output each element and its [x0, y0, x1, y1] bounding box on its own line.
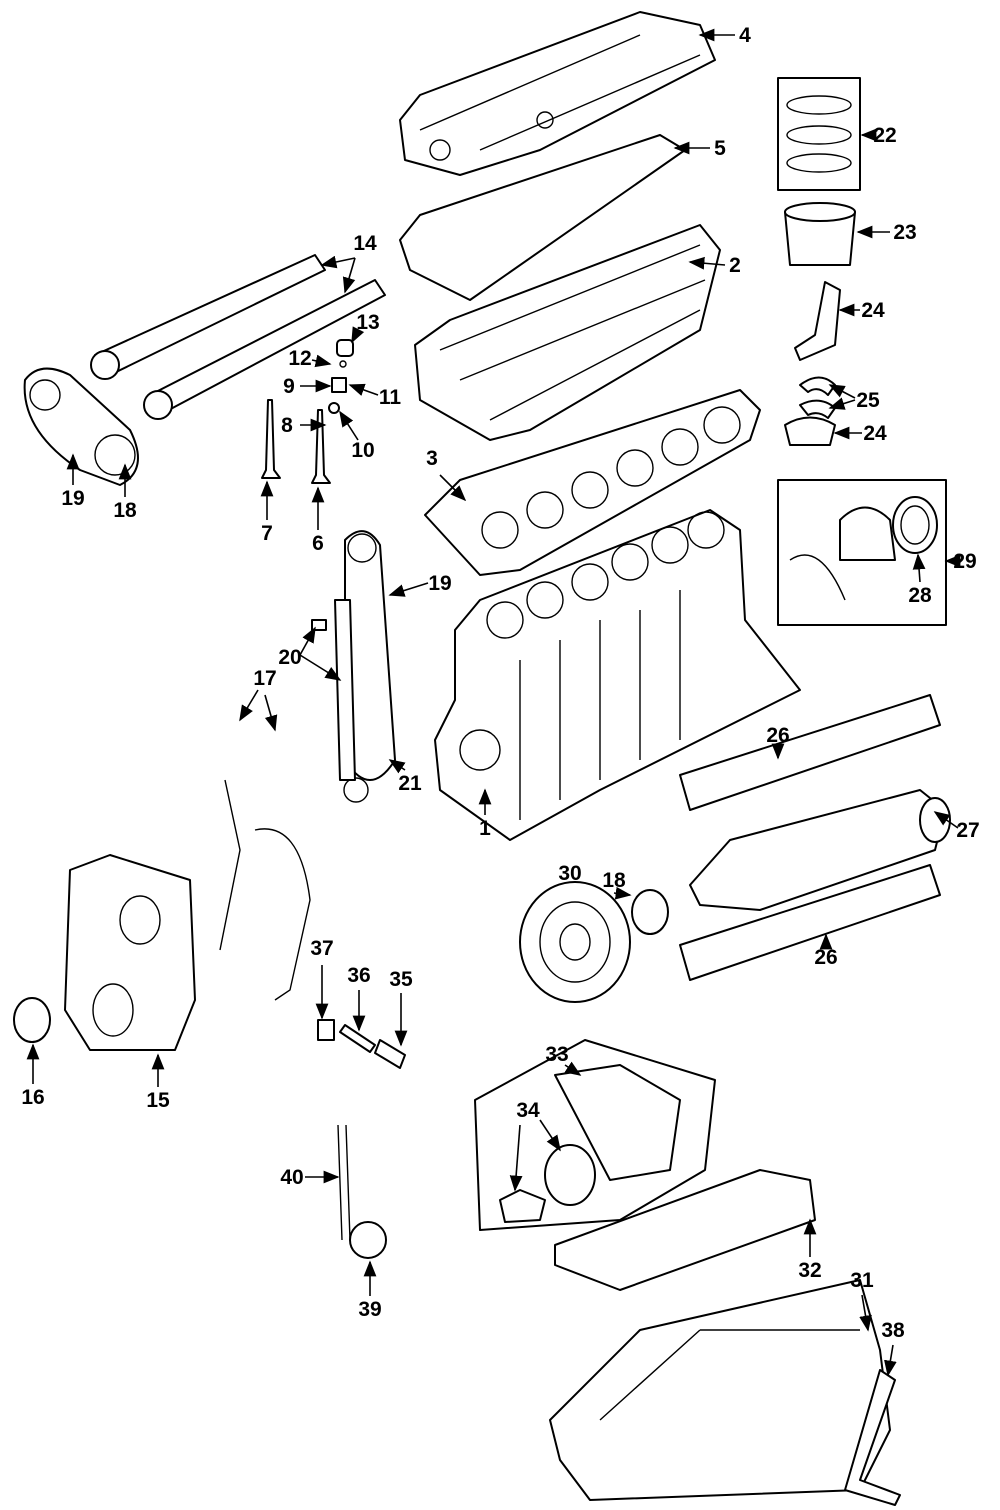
callout-leader-arrow: [388, 759, 406, 774]
crankshaft: [689, 789, 951, 911]
callout-label-27: 27: [956, 819, 979, 842]
oil-pan: [549, 1279, 891, 1501]
harmonic-balancer: [519, 881, 631, 1003]
callout-label-38: 38: [881, 1319, 905, 1342]
head-gasket: [424, 389, 761, 576]
callout-leader-arrow: [339, 410, 359, 441]
rod-bearings: [799, 376, 836, 419]
callout-leader-arrow: [859, 1294, 872, 1332]
callout-label-14: 14: [353, 232, 377, 255]
callout-label-26: 26: [766, 724, 789, 747]
callout-leader-arrow: [933, 811, 959, 829]
callout-label-5: 5: [714, 137, 726, 160]
callout-label-10: 10: [351, 439, 374, 462]
callout-leader-arrow: [299, 626, 316, 656]
callout-label-15: 15: [146, 1089, 170, 1112]
callout-leader-arrow: [239, 689, 259, 722]
oil-pump-sprocket: [349, 1221, 387, 1259]
front-crank-seal: [13, 997, 51, 1043]
callout-label-24: 24: [861, 299, 885, 322]
callout-label-28: 28: [908, 584, 932, 607]
callout-label-8: 8: [281, 414, 293, 437]
callout-label-40: 40: [280, 1166, 303, 1189]
callout-leader-arrow: [351, 326, 365, 344]
callout-leader-arrow: [311, 354, 332, 368]
crank-sprocket: [631, 889, 669, 935]
connecting-rod: [794, 281, 841, 361]
callout-leader-arrow: [342, 257, 356, 294]
callout-label-7: 7: [261, 522, 273, 545]
callout-leader-arrow: [299, 654, 342, 681]
cam-chain-and-sprockets: [23, 367, 139, 486]
callout-label-37: 37: [310, 937, 333, 960]
callout-leader-arrow: [613, 886, 632, 900]
callout-label-34: 34: [516, 1099, 540, 1122]
callout-label-13: 13: [356, 311, 379, 334]
timing-chain: [311, 530, 396, 803]
piston: [784, 202, 856, 266]
callout-label-17: 17: [253, 667, 276, 690]
callout-label-23: 23: [893, 221, 916, 244]
valvetrain-parts: [261, 339, 354, 484]
oil-pump-chain: [337, 1124, 351, 1241]
callout-label-3: 3: [426, 447, 438, 470]
callout-label-21: 21: [398, 772, 422, 795]
callout-label-36: 36: [347, 964, 370, 987]
timing-cover: [64, 854, 196, 1051]
callout-leader-arrow: [828, 397, 856, 410]
engine-block: [434, 509, 801, 841]
timing-cover-gaskets: [219, 779, 311, 1001]
callout-label-20: 20: [278, 646, 301, 669]
chain-tensioner: [317, 1019, 406, 1069]
callout-leader-arrow: [539, 1119, 561, 1152]
cylinder-head: [414, 224, 721, 441]
oil-pump-assembly: [474, 1039, 716, 1231]
callout-label-11: 11: [379, 386, 402, 409]
callout-label-18: 18: [602, 869, 626, 892]
callout-label-29: 29: [953, 550, 976, 573]
callout-leader-arrow: [564, 1061, 582, 1076]
callout-label-19: 19: [428, 572, 451, 595]
callout-label-18: 18: [113, 499, 137, 522]
callout-label-22: 22: [873, 124, 896, 147]
callout-leader-arrow: [264, 694, 278, 732]
callout-leader-arrow: [320, 255, 356, 269]
callout-label-19: 19: [61, 487, 84, 510]
callout-label-12: 12: [288, 347, 311, 370]
callout-label-26: 26: [814, 946, 837, 969]
callout-leader-arrow: [688, 256, 726, 270]
main-bearing-sets: [679, 694, 941, 981]
callout-label-9: 9: [283, 375, 295, 398]
callout-label-1: 1: [479, 817, 491, 840]
callout-label-4: 4: [739, 24, 751, 47]
callout-label-32: 32: [798, 1259, 821, 1282]
callout-leader-arrow: [912, 553, 926, 583]
callout-label-2: 2: [729, 254, 741, 277]
rod-cap: [784, 416, 836, 446]
callout-label-24: 24: [863, 422, 887, 445]
piston-rings: [777, 77, 861, 191]
valve-cover: [399, 11, 716, 176]
oil-pan-gasket: [554, 1169, 816, 1291]
callout-label-16: 16: [21, 1086, 44, 1109]
callout-leader-arrow: [348, 383, 379, 396]
rear-main-seal-kit: [777, 479, 947, 626]
oil-dipstick-tube: [844, 1369, 901, 1506]
callout-label-31: 31: [850, 1269, 874, 1292]
callout-label-6: 6: [312, 532, 324, 555]
callout-label-25: 25: [856, 389, 880, 412]
camshafts: [90, 254, 386, 420]
callout-label-30: 30: [558, 862, 581, 885]
callout-label-35: 35: [389, 968, 413, 991]
callout-leader-arrow: [388, 582, 429, 597]
callout-leader-arrow: [439, 474, 467, 502]
callout-leader-arrow: [828, 384, 856, 399]
callout-leader-arrow: [509, 1124, 523, 1192]
callout-leader-arrow: [884, 1344, 897, 1377]
callout-label-33: 33: [545, 1043, 568, 1066]
callout-label-39: 39: [358, 1298, 381, 1321]
